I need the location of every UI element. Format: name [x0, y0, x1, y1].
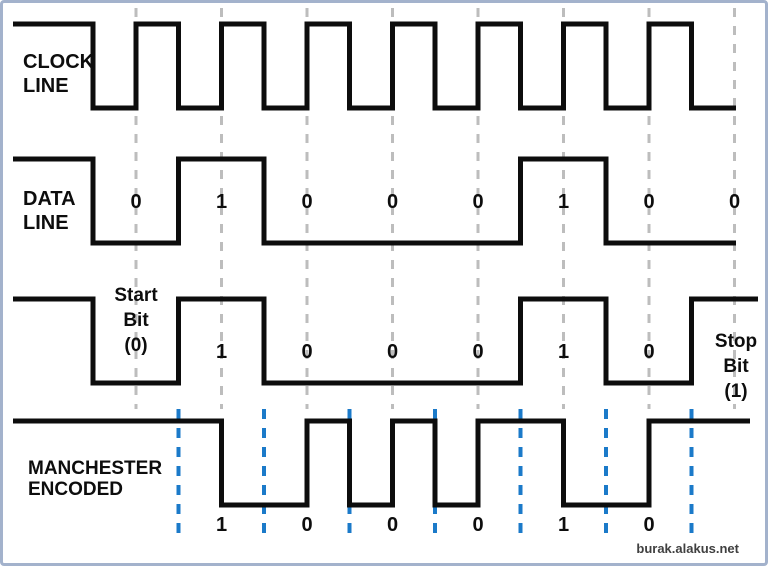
start-bit-label-row1: Start	[114, 285, 158, 306]
manchester-bit-label: 1	[557, 514, 570, 536]
watermark-text: burak.alakus.net	[636, 541, 739, 556]
waveform-canvas	[13, 8, 758, 533]
uart_frame-bit-label: 0	[386, 341, 399, 363]
data-bit-label: 0	[643, 191, 655, 213]
manchester-bit-label: 0	[386, 514, 399, 536]
clock-line-label-row1: CLOCK	[23, 51, 95, 73]
data-bit-label: 0	[472, 191, 484, 213]
data-bit-label: 0	[728, 191, 741, 213]
manchester-label-row2: ENCODED	[28, 479, 124, 500]
manchester-bit-label: 0	[643, 514, 655, 536]
manchester-label-row1: MANCHESTER	[28, 458, 163, 479]
stop-bit-label: Stop Bit (1)	[715, 329, 757, 404]
manchester-waveform	[13, 418, 750, 508]
data-line-label-row2: LINE	[23, 212, 69, 234]
uart_frame-bit-label: 1	[557, 341, 570, 363]
stop-bit-label-row3: (1)	[724, 381, 748, 402]
data-line-label: DATA LINE	[23, 187, 76, 235]
uart_frame-bit-label: 0	[301, 341, 313, 363]
clock-line-label-row2: LINE	[23, 75, 69, 97]
stop-bit-label-row2: Bit	[723, 356, 749, 377]
uart_frame-waveform	[13, 296, 758, 386]
clock-waveform	[13, 21, 736, 111]
manchester-bit-label: 0	[472, 514, 484, 536]
start-bit-label: Start Bit (0)	[114, 283, 157, 358]
start-bit-label-row3: (0)	[124, 335, 148, 356]
data-bit-label: 1	[215, 191, 228, 213]
data-waveform	[13, 156, 736, 246]
uart_frame-bit-label: 1	[215, 341, 228, 363]
data-bit-label: 0	[386, 191, 399, 213]
data-line-label-row1: DATA	[23, 188, 76, 210]
uart_frame-bit-label: 0	[643, 341, 655, 363]
start-bit-label-row2: Bit	[123, 310, 149, 331]
uart_frame-bit-label: 0	[472, 341, 484, 363]
data-bit-label: 0	[130, 191, 142, 213]
clock-line-label: CLOCK LINE	[23, 50, 94, 98]
data-bit-label: 0	[301, 191, 313, 213]
data-bit-label: 1	[557, 191, 570, 213]
stop-bit-label-row1: Stop	[714, 331, 758, 352]
manchester-encoded-label: MANCHESTER ENCODED	[28, 458, 162, 500]
manchester-bit-label: 1	[215, 514, 228, 536]
manchester-bit-label: 0	[301, 514, 313, 536]
